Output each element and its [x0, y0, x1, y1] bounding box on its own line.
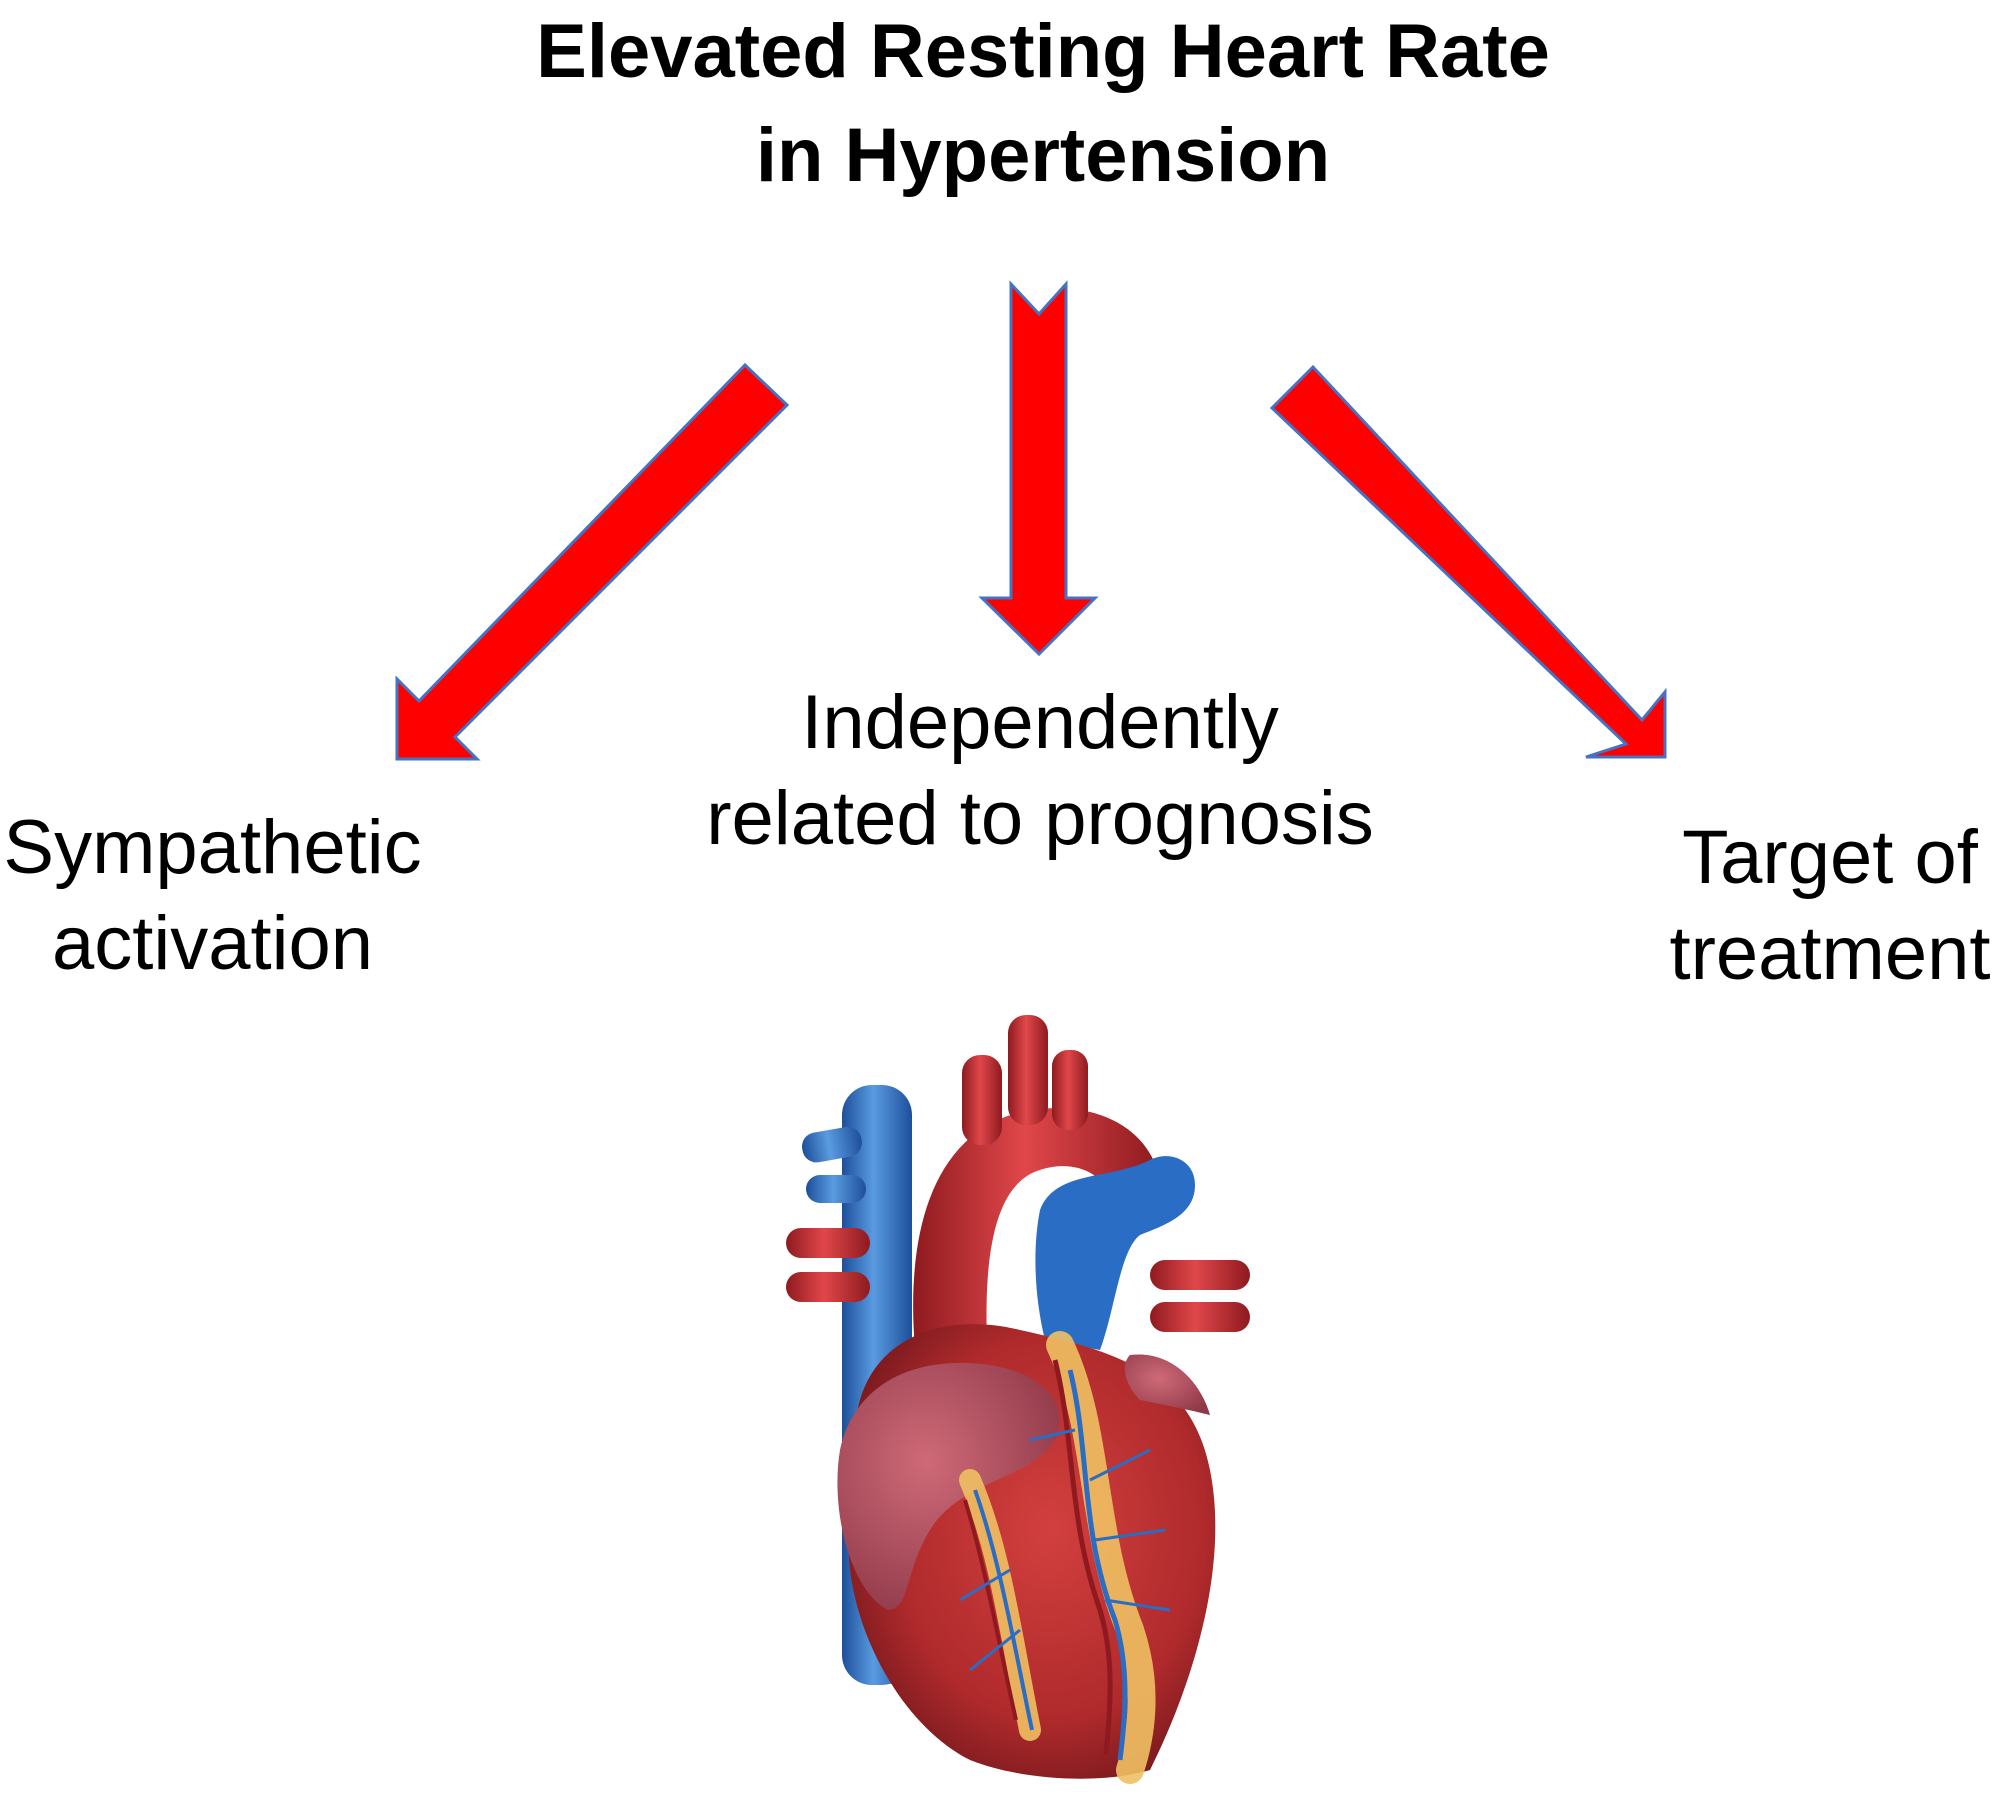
aorta-branch-3: [1052, 1050, 1088, 1130]
label-prognosis: Independently related to prognosis: [680, 675, 1400, 867]
vein-branch-2: [806, 1175, 866, 1203]
label-sympathetic-activation: Sympathetic activation: [0, 800, 425, 992]
aorta-branch-2: [1008, 1015, 1048, 1125]
coronary-fat-band-1: [1046, 1331, 1156, 1784]
arrow-center: [978, 280, 1099, 657]
label-left-line-2: activation: [51, 901, 374, 986]
diagram-title: Elevated Resting Heart Rate in Hypertens…: [0, 0, 2000, 208]
artery-branch-left-1: [786, 1228, 870, 1258]
title-line-2: in Hypertension: [755, 113, 1331, 198]
artery-branch-left-2: [786, 1272, 870, 1302]
aorta-branch-1: [962, 1055, 1002, 1145]
coronary-artery-1: [1052, 1359, 1113, 1756]
coronary-vein-1: [1067, 1369, 1128, 1761]
heart-anatomy-icon: [786, 1015, 1250, 1784]
artery-branch-right-1: [1150, 1260, 1250, 1290]
artery-branch-right-2: [1150, 1302, 1250, 1332]
label-right-line-1: Target of: [1682, 815, 1978, 900]
label-target-of-treatment: Target of treatment: [1660, 810, 2000, 1002]
coronary-artery-2: [963, 1499, 1018, 1721]
vein-branch-1: [802, 1126, 862, 1163]
coronary-branches: [959, 1428, 1171, 1672]
coronary-vein-2: [973, 1489, 1034, 1731]
aortic-arch: [913, 1108, 1160, 1390]
title-line-1: Elevated Resting Heart Rate: [536, 9, 1550, 94]
label-right-line-2: treatment: [1669, 911, 1991, 996]
left-auricle: [1124, 1354, 1210, 1415]
arrow-right: [1269, 364, 1667, 759]
pulmonary-artery: [1035, 1156, 1195, 1350]
label-center-line-1: Independently: [801, 680, 1279, 765]
label-center-line-2: related to prognosis: [706, 776, 1374, 861]
label-left-line-1: Sympathetic: [3, 805, 422, 890]
right-atrium: [837, 1362, 1060, 1610]
arrow-left: [395, 362, 790, 761]
